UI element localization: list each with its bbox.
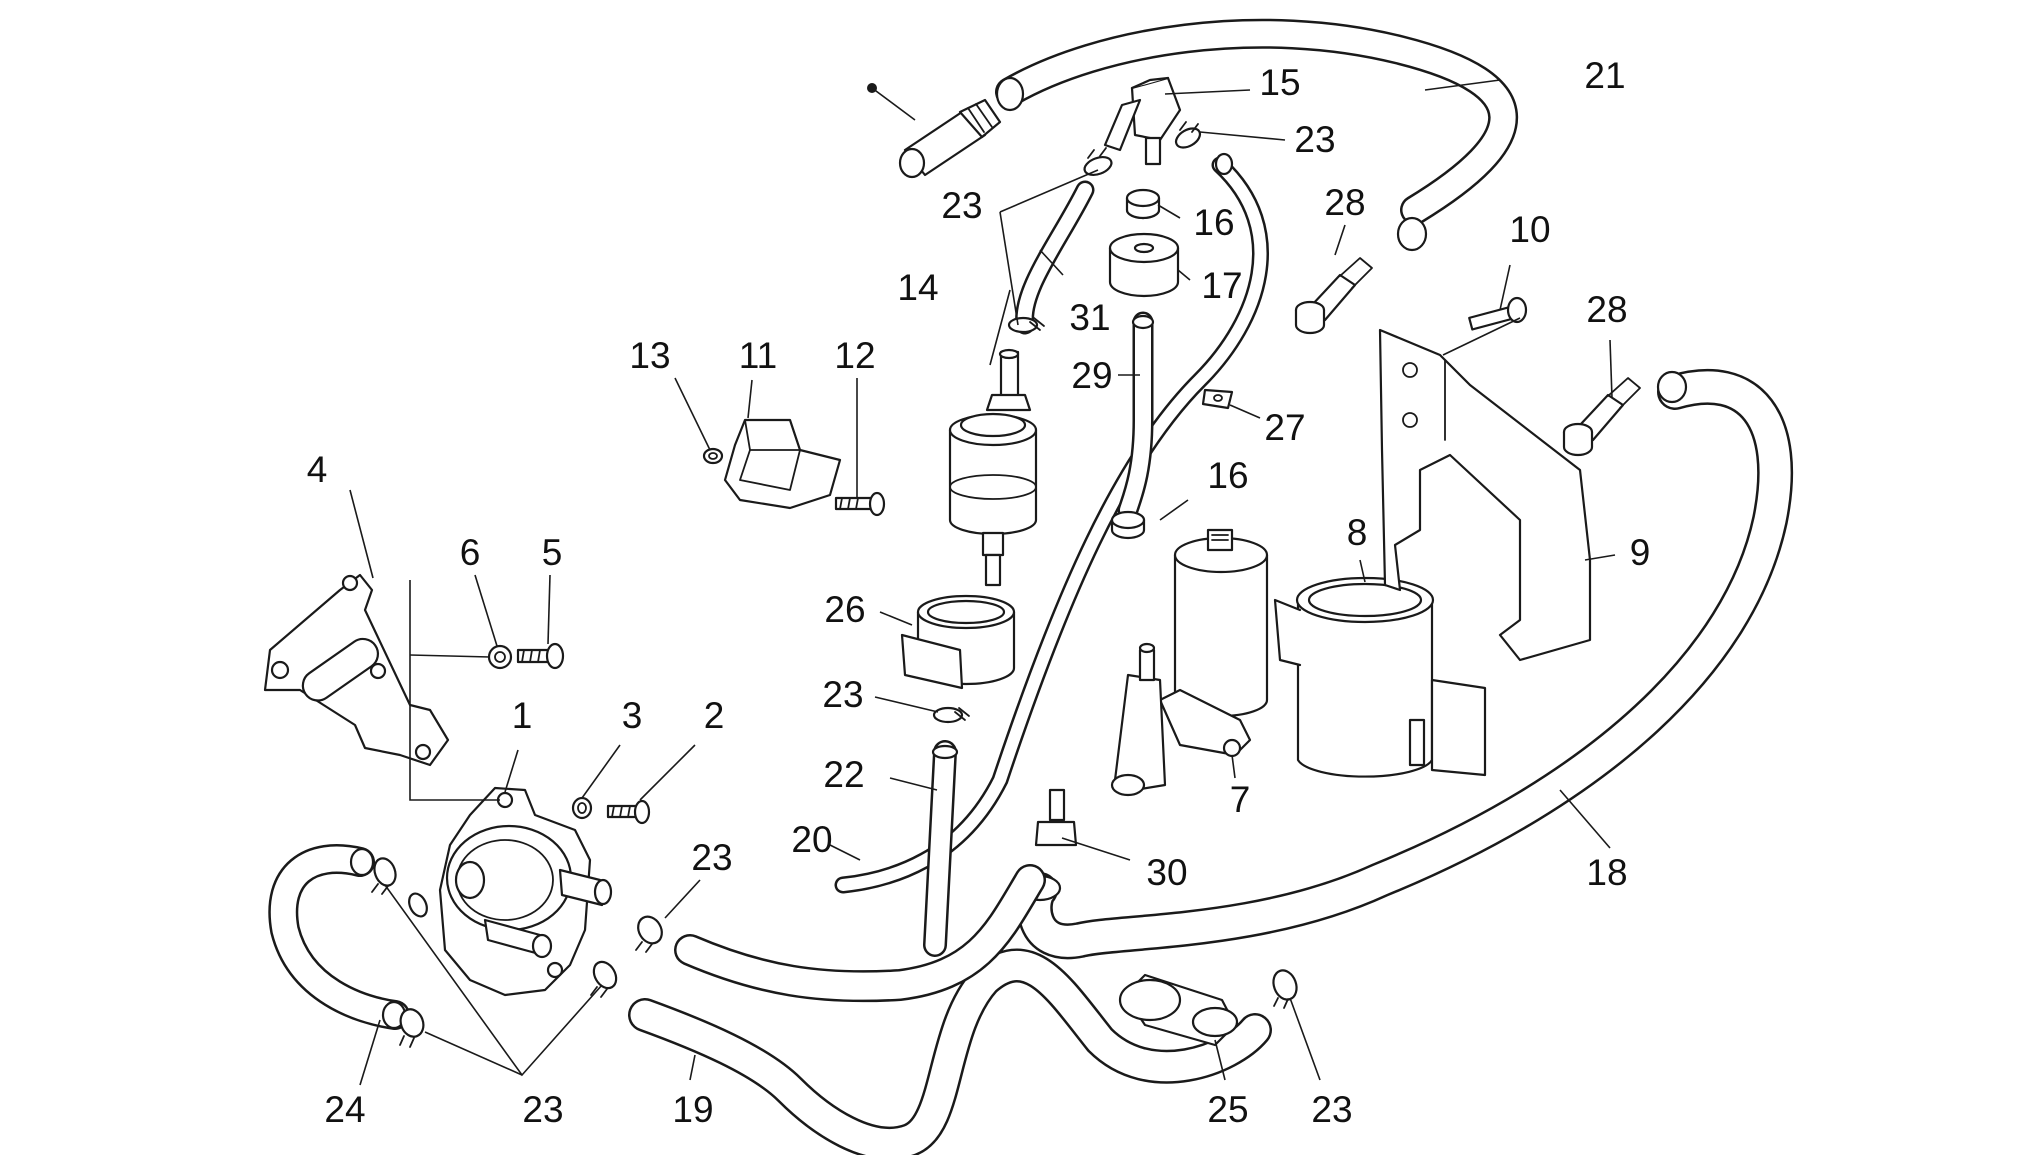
callout-23-pump: 23 (522, 1089, 563, 1130)
part-11-bracket (723, 418, 842, 510)
callout-15: 15 (1259, 62, 1300, 103)
callout-19: 19 (672, 1089, 713, 1130)
part-8-holder (1273, 576, 1487, 778)
callout-21: 21 (1584, 55, 1625, 96)
part-6-washer (487, 644, 513, 670)
clamp-top-b (1174, 121, 1202, 149)
callout-12: 12 (834, 335, 875, 376)
clamp-22-upper (932, 706, 970, 724)
callout-24: 24 (324, 1089, 365, 1130)
clamp-pump-b (408, 892, 428, 918)
part-26-filter-strap (900, 594, 1016, 690)
callout-25: 25 (1207, 1089, 1248, 1130)
callout-29: 29 (1071, 355, 1112, 396)
callout-7: 7 (1230, 779, 1251, 820)
callout-3: 3 (622, 695, 643, 736)
clamp-right-bottom (1272, 969, 1298, 1009)
part-12-screw (834, 491, 886, 517)
part-16-clamp-lower (1110, 510, 1146, 540)
callout-23-bottom-right: 23 (1311, 1089, 1352, 1130)
hose-22 (923, 740, 959, 957)
part-15-fitting (1103, 76, 1182, 166)
leader-lines (349, 79, 1616, 1086)
hose-19 (628, 948, 1272, 1155)
part-9-shield (1378, 328, 1592, 662)
part-28-elbow-a (1294, 257, 1373, 335)
callout-23-mid: 23 (691, 837, 732, 878)
callout-2: 2 (704, 695, 725, 736)
callout-17: 17 (1201, 265, 1242, 306)
part-7-electric-pump (1110, 528, 1269, 797)
hose-29 (1117, 311, 1155, 521)
clamp-mid-left (635, 915, 663, 953)
hose-nipple (867, 83, 1002, 179)
callout-9: 9 (1630, 532, 1651, 573)
callout-11: 11 (739, 335, 777, 376)
callout-14: 14 (897, 267, 938, 308)
part-10-bolt (1468, 296, 1528, 331)
hose-21 (995, 18, 1518, 252)
hose-lower-left (674, 864, 1046, 1003)
callout-20: 20 (791, 819, 832, 860)
callout-4: 4 (307, 449, 328, 490)
part-16-clamp-top (1125, 188, 1161, 220)
callout-23-top-right: 23 (1294, 119, 1335, 160)
callout-28-a: 28 (1324, 182, 1365, 223)
callout-23-filter: 23 (822, 674, 863, 715)
part-27-clip (1201, 388, 1234, 410)
callout-5: 5 (542, 532, 563, 573)
callout-16-top: 16 (1193, 202, 1234, 243)
clamp-top-a (1083, 147, 1113, 177)
clamp-24-lower (399, 1008, 425, 1048)
clamp-ring-top (1214, 152, 1234, 176)
callout-30: 30 (1146, 852, 1187, 893)
callout-27: 27 (1264, 407, 1305, 448)
hoses (268, 18, 1794, 1155)
part-13-washer (702, 447, 724, 465)
callout-28-b: 28 (1586, 289, 1627, 330)
part-30-union (1034, 788, 1078, 847)
callout-18: 18 (1586, 852, 1627, 893)
callout-31: 31 (1069, 297, 1110, 338)
part-17-grommet (1108, 232, 1180, 298)
part-3-washer (571, 796, 593, 820)
clamp-pump-c (590, 960, 618, 998)
callout-8: 8 (1347, 512, 1368, 553)
callout-23-top-left: 23 (941, 185, 982, 226)
part-1-fuel-pump (438, 786, 613, 997)
callout-16-lower: 16 (1207, 455, 1248, 496)
callout-10: 10 (1509, 209, 1550, 250)
callout-1: 1 (512, 695, 533, 736)
callout-22: 22 (823, 754, 864, 795)
callout-13: 13 (629, 335, 670, 376)
part-5-screw (516, 642, 565, 670)
callout-26: 26 (824, 589, 865, 630)
hose-24 (268, 844, 410, 1030)
clamp-31-lower (1007, 316, 1045, 334)
part-4-bracket (263, 573, 450, 767)
callout-6: 6 (460, 532, 481, 573)
part-2-screw (606, 799, 651, 825)
hose-31 (1015, 180, 1095, 335)
clamps-23 (371, 121, 1298, 1048)
part-14-fuel-filter (948, 348, 1038, 587)
callout-labels: 1 2 3 4 5 6 7 8 9 10 11 12 13 14 15 16 1… (307, 55, 1651, 1130)
clamp-pump-a (371, 857, 397, 895)
part-28-elbow-b (1562, 377, 1641, 457)
part-25-mount (1118, 973, 1239, 1047)
